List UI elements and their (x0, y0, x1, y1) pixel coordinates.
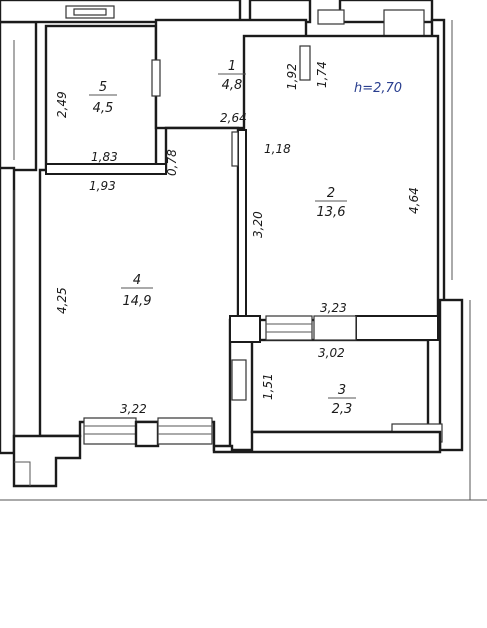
ceiling-height-label: h=2,70 (354, 81, 402, 96)
bottom-exterior (0, 430, 487, 501)
room-5-number: 5 (99, 80, 107, 95)
dim-r4-bottom: 3,22 (120, 402, 147, 416)
dim-r4-top: 1,93 (89, 179, 116, 193)
room-1-number: 1 (228, 59, 236, 74)
dim-r3-height: 1,51 (261, 373, 275, 400)
room-2-walls (242, 34, 440, 322)
neighbour-walls (0, 20, 38, 455)
dim-r4-height: 4,25 (55, 287, 69, 314)
room-4-area: 14,9 (123, 294, 152, 309)
room-5-area: 4,5 (93, 101, 114, 116)
dim-r2-left: 3,20 (251, 211, 265, 238)
dim-r1-height-left: 1,92 (285, 63, 299, 90)
partitions (45, 129, 439, 343)
dim-r5-width: 1,83 (91, 150, 118, 164)
room-3-number: 3 (338, 383, 346, 398)
dim-r5-height: 2,49 (55, 91, 69, 118)
room-1-area: 4,8 (222, 78, 243, 93)
room-4-number: 4 (133, 273, 141, 288)
dim-r2-top: 1,18 (264, 142, 291, 156)
room-5-walls (44, 24, 158, 170)
dim-r1-width: 2,64 (220, 111, 247, 125)
room-3-area: 2,3 (332, 402, 353, 417)
dim-r2-bottom: 3,23 (320, 301, 347, 315)
room-2-number: 2 (327, 186, 335, 201)
dim-r1-height-right: 1,74 (315, 61, 329, 88)
room-2-area: 13,6 (317, 205, 346, 220)
dim-r2-right: 4,64 (407, 187, 421, 214)
dim-r3-top: 3,02 (318, 346, 345, 360)
dim-corridor-078: 0,78 (165, 149, 179, 176)
room-3-walls (250, 338, 430, 434)
